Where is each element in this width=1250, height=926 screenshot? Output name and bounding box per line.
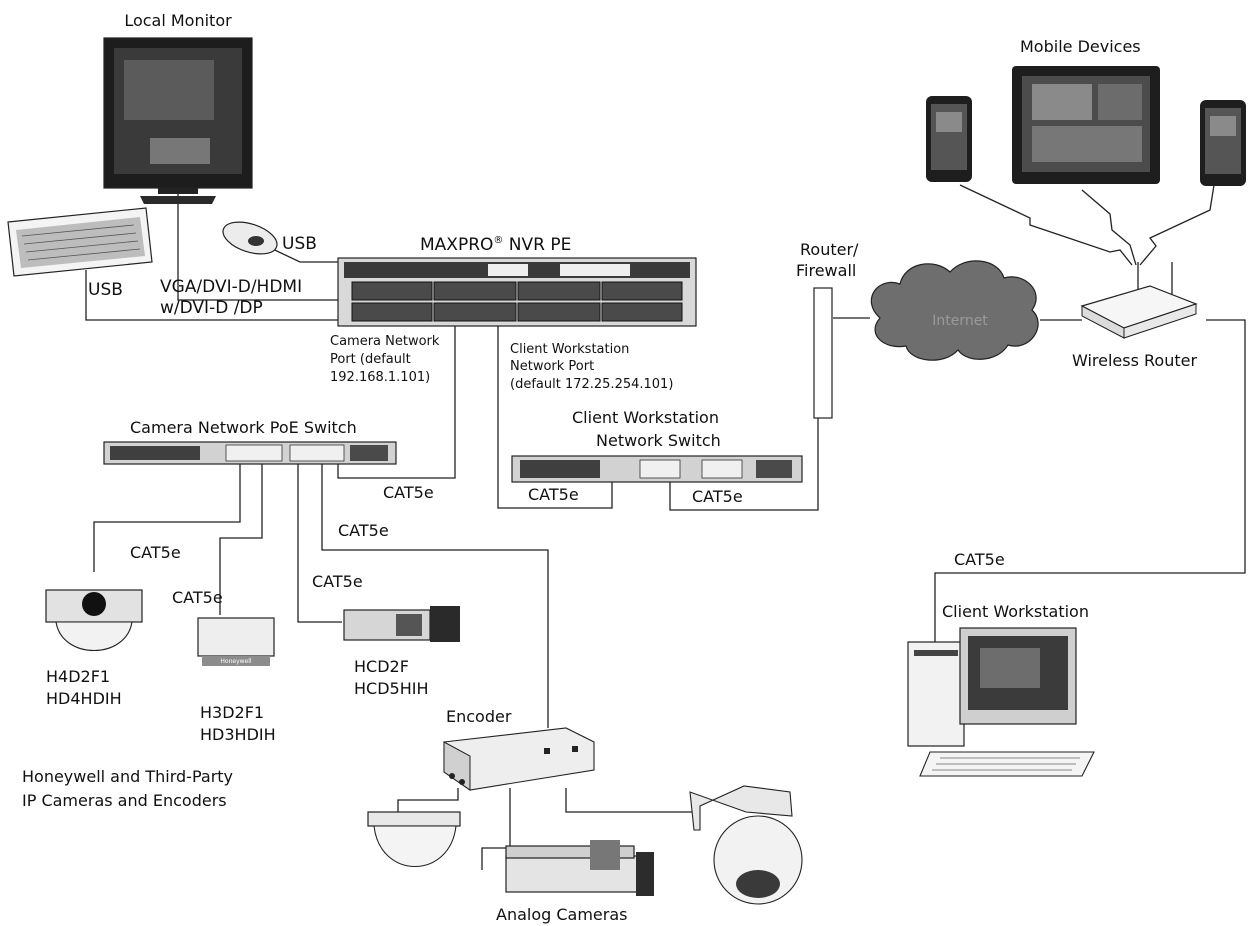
nvr-title-mark: ® <box>493 235 503 246</box>
cam3-model-line2: HCD5HIH <box>354 679 428 698</box>
ip-camera-dome-2: Honeywell H3D2F1 HD3HDIH <box>197 617 276 744</box>
encoder-label: Encoder <box>446 707 512 726</box>
wireless-router-label: Wireless Router <box>1072 351 1197 370</box>
ip-cameras-group-line1: Honeywell and Third-Party <box>22 767 233 786</box>
cam1-model-line2: HD4HDIH <box>46 689 122 708</box>
cable-label-4: CAT5e <box>338 521 389 540</box>
internet-cloud: Internet <box>870 260 1039 361</box>
nvr-title-suffix: NVR PE <box>503 235 571 255</box>
keyboard: USB <box>7 207 153 300</box>
router-label-line2: Firewall <box>796 261 856 280</box>
mouse-usb-label: USB <box>282 234 317 254</box>
maxpro-nvr: MAXPRO® NVR PE <box>337 235 697 327</box>
camera-port-label-line2: Port (default <box>330 352 411 367</box>
client-port-label-line1: Client Workstation <box>510 342 629 357</box>
camera-port-label-line3: 192.168.1.101) <box>330 370 430 385</box>
mobile-devices: Mobile Devices <box>926 37 1246 186</box>
client-workstation-label: Client Workstation <box>942 602 1089 621</box>
cable-label-5: CAT5e <box>130 543 181 562</box>
cable-label-7: CAT5e <box>172 588 223 607</box>
camera-port-label-line1: Camera Network <box>330 334 440 349</box>
mobile-devices-label: Mobile Devices <box>1020 37 1141 56</box>
analog-camera-dome <box>367 811 461 868</box>
cable-label-6: CAT5e <box>312 572 363 591</box>
connection-wires <box>85 184 1246 870</box>
analog-camera-ptz <box>689 785 803 905</box>
analog-camera-box <box>505 840 654 896</box>
internet-label: Internet <box>932 313 988 329</box>
ip-camera-box: HCD2F HCD5HIH <box>343 606 460 698</box>
client-switch-label-line2: Network Switch <box>596 431 721 450</box>
keyboard-usb-label: USB <box>88 280 123 300</box>
wireless-router: Wireless Router <box>1072 262 1198 370</box>
video-out-label-line1: VGA/DVI-D/HDMI <box>160 277 302 297</box>
video-out-label-line2: w/DVI-D /DP <box>160 298 263 318</box>
client-workstation: Client Workstation <box>907 602 1095 777</box>
router-label-line1: Router/ <box>800 240 859 259</box>
ip-camera-dome-1: H4D2F1 HD4HDIH <box>45 589 143 708</box>
encoder: Encoder <box>443 707 595 791</box>
client-network-switch: Client Workstation Network Switch <box>511 408 803 483</box>
cable-label-8: CAT5e <box>954 550 1005 569</box>
poe-switch-label: Camera Network PoE Switch <box>130 418 357 437</box>
client-switch-label-line1: Client Workstation <box>572 408 719 427</box>
cam3-model-line1: HCD2F <box>354 657 409 676</box>
nvr-title-brand: MAXPRO <box>420 235 493 255</box>
cam1-model-line1: H4D2F1 <box>46 667 110 686</box>
cam2-model-line2: HD3HDIH <box>200 725 276 744</box>
local-monitor: Local Monitor <box>103 11 253 204</box>
camera-poe-switch: Camera Network PoE Switch <box>103 418 397 465</box>
cam2-brand-label: Honeywell <box>220 658 251 665</box>
ip-cameras-group-line2: IP Cameras and Encoders <box>22 791 227 810</box>
local-monitor-label: Local Monitor <box>124 11 232 30</box>
analog-cameras-label: Analog Cameras <box>496 905 628 924</box>
client-port-label-line2: Network Port <box>510 359 594 374</box>
router-firewall: Router/ Firewall <box>796 240 859 419</box>
cam2-model-line1: H3D2F1 <box>200 703 264 722</box>
nvr-title: MAXPRO® NVR PE <box>420 235 571 255</box>
client-port-label-line3: (default 172.25.254.101) <box>510 377 673 392</box>
cable-label-2: CAT5e <box>528 485 579 504</box>
cable-label-3: CAT5e <box>692 487 743 506</box>
cable-label-1: CAT5e <box>383 483 434 502</box>
mouse: USB <box>222 221 317 255</box>
